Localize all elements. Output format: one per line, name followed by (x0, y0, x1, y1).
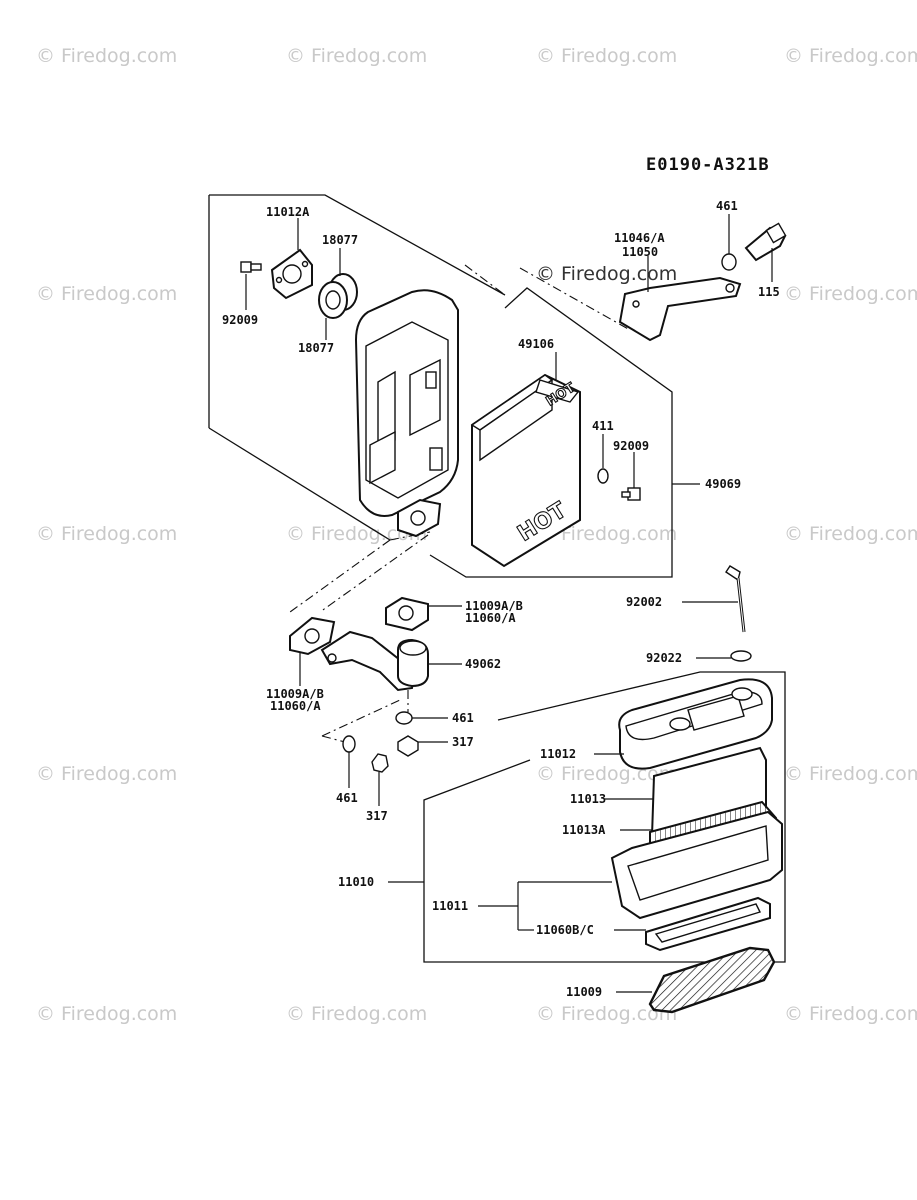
watermark: © Firedog.com (536, 45, 677, 67)
ref-11009AB-upper: 11009A/B (465, 599, 523, 613)
ref-92002: 92002 (626, 595, 662, 609)
gasket-11060BC (645, 896, 771, 952)
air-cleaner-cover-11012 (618, 678, 773, 770)
muffler-body (354, 289, 459, 517)
ref-11013: 11013 (570, 792, 606, 806)
ref-317-mid: 317 (452, 735, 474, 749)
watermark: © Firedog.com (784, 523, 917, 545)
watermark: © Firedog.com (36, 523, 177, 545)
watermark: © Firedog.com (36, 45, 177, 67)
gasket-11009AB-lower (289, 616, 336, 656)
washer-92022 (730, 650, 752, 662)
ref-92022: 92022 (646, 651, 682, 665)
watermark: © Firedog.com (36, 283, 177, 305)
wing-bolt-92002 (725, 565, 746, 633)
heat-cover-49069: HOT HOT (470, 373, 581, 568)
ref-11009: 11009 (566, 985, 602, 999)
ref-49106: 49106 (518, 337, 554, 351)
bolt-92009-left (240, 261, 262, 273)
ref-92009-cover: 92009 (613, 439, 649, 453)
watermark: © Firedog.com (286, 45, 427, 67)
watermark: © Firedog.com (36, 763, 177, 785)
ref-49069: 49069 (705, 477, 741, 491)
ref-11060A-upper: 11060/A (465, 611, 516, 625)
watermark: © Firedog.com (536, 523, 677, 545)
ref-411: 411 (592, 419, 614, 433)
ref-18077-top: 18077 (322, 233, 358, 247)
ref-11050: 11050 (622, 245, 658, 259)
watermark: © Firedog.com (36, 1003, 177, 1025)
ref-461-left: 461 (336, 791, 358, 805)
watermark-center: © Firedog.com (536, 263, 677, 285)
watermark: © Firedog.com (784, 283, 917, 305)
ref-11009AB-lower: 11009A/B (266, 687, 324, 701)
ref-461-mid: 461 (452, 711, 474, 725)
watermark: © Firedog.com (784, 1003, 917, 1025)
ref-317-left: 317 (366, 809, 388, 823)
air-cleaner-frame (423, 671, 786, 963)
nut-317-mid (397, 735, 419, 757)
bolt-92009-cover (621, 487, 641, 501)
ref-11060A-lower: 11060/A (270, 699, 321, 713)
watermark: © Firedog.com (286, 1003, 427, 1025)
air-cleaner-base-11011 (610, 810, 783, 920)
ref-11010: 11010 (338, 875, 374, 889)
ref-11060BC: 11060B/C (536, 923, 594, 937)
bolt-115 (744, 222, 787, 262)
ref-11012: 11012 (540, 747, 576, 761)
nut-317-left (371, 753, 389, 773)
watermark: © Firedog.com (784, 45, 917, 67)
lock-washer-461-mid (395, 711, 413, 725)
ref-18077-bottom: 18077 (298, 341, 334, 355)
watermark: © Firedog.com (536, 1003, 677, 1025)
watermark: © Firedog.com (784, 763, 917, 785)
ref-461-top: 461 (716, 199, 738, 213)
ref-92009-left: 92009 (222, 313, 258, 327)
gasket-11009AB-upper (385, 596, 429, 632)
ref-11046A: 11046/A (614, 231, 665, 245)
part-18077 (318, 273, 358, 319)
exhaust-pipe-49062 (320, 630, 429, 692)
gasket-11012A (270, 248, 313, 300)
diagram-code: E0190-A321B (646, 155, 770, 175)
lock-washer-461 (721, 253, 737, 271)
ref-11012A: 11012A (266, 205, 310, 219)
ref-11011: 11011 (432, 899, 468, 913)
bracket-11050 (618, 276, 742, 342)
watermark-layer: © Firedog.com © Firedog.com © Firedog.co… (36, 45, 917, 1025)
ref-11013A: 11013A (562, 823, 606, 837)
muffler-group-frame (208, 194, 673, 613)
washer-411 (597, 468, 609, 484)
ref-49062: 49062 (465, 657, 501, 671)
ref-115: 115 (758, 285, 780, 299)
gasket-11009 (648, 946, 776, 1014)
muffler-outlet-flange (397, 498, 442, 538)
lock-washer-461-left (342, 735, 356, 753)
